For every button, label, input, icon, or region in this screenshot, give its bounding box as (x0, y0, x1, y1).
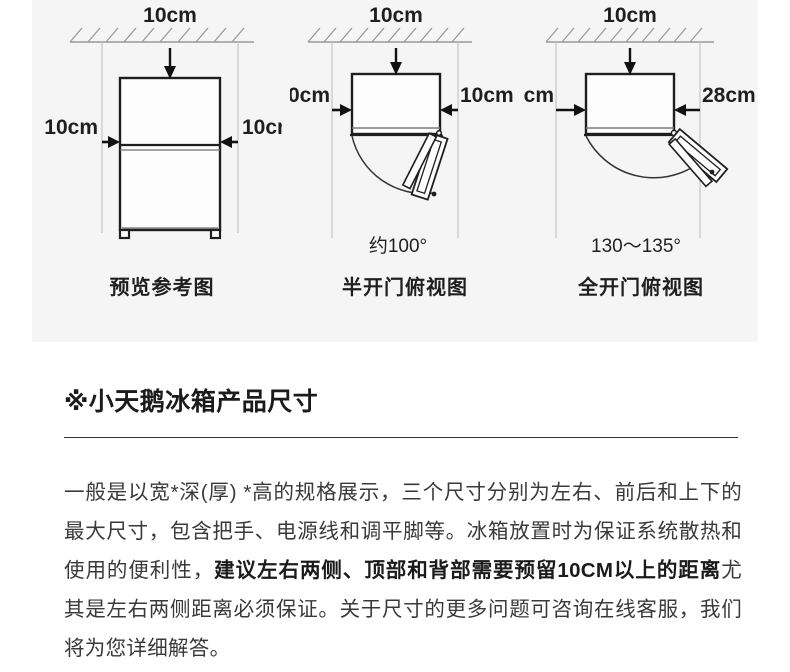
label-top-clearance-1: 10cm (143, 4, 197, 27)
label-right-clearance-2: 10cm (460, 84, 514, 107)
diagram-1-drawing: 10cm 10cm 10cm (44, 4, 282, 240)
body-part-2: 尤其是左右两侧距离必须保证。关于尺寸的更多问题可咨询在线客服，我们将为您详细解答… (64, 558, 742, 660)
diagram-2-caption: 半开门俯视图 (342, 277, 468, 299)
diagram-full-open-door: 10cm 28cm 28cm 130～135° 全开门俯视图 (524, 0, 758, 342)
title-divider (64, 437, 738, 438)
label-left-clearance-2: 10cm (290, 84, 330, 107)
diagram-preview-reference: 10cm 10cm 10cm 预览参考图 (42, 0, 282, 342)
label-door-angle-2: 约100° (369, 235, 427, 257)
diagram-1-caption: 预览参考图 (109, 277, 215, 299)
diagram-half-open-door: 10cm 10cm 10cm 约100° 半开门俯视图 (290, 0, 520, 342)
diagram-2-drawing: 10cm 10cm 10cm 约100° (290, 4, 514, 257)
diagram-panel: 10cm 10cm 10cm 预览参考图 (32, 0, 758, 342)
body-emphasis: 建议左右两侧、顶部和背部需要预留10CM以上的距离 (214, 558, 722, 582)
label-right-clearance-3: 28cm (702, 84, 756, 107)
label-door-angle-3: 130～135° (591, 236, 681, 257)
label-top-clearance-2: 10cm (369, 4, 423, 27)
diagram-3-caption: 全开门俯视图 (578, 277, 704, 299)
page-title: ※小天鹅冰箱产品尺寸 (64, 388, 319, 416)
label-left-clearance-1: 10cm (44, 116, 98, 139)
diagram-3-drawing: 10cm 28cm 28cm 130～135° (524, 4, 756, 257)
label-left-clearance-3: 28cm (524, 84, 554, 107)
body-paragraph: 一般是以宽*深(厚) *高的规格展示，三个尺寸分别为左右、前后和上下的最大尺寸，… (64, 473, 742, 668)
label-top-clearance-3: 10cm (603, 4, 657, 27)
label-right-clearance-1: 10cm (242, 116, 282, 139)
body-part-1: 一般是以宽*深(厚) *高的规格展示，三个尺寸分别为左右、前后和上下的最大尺寸，… (64, 480, 742, 582)
